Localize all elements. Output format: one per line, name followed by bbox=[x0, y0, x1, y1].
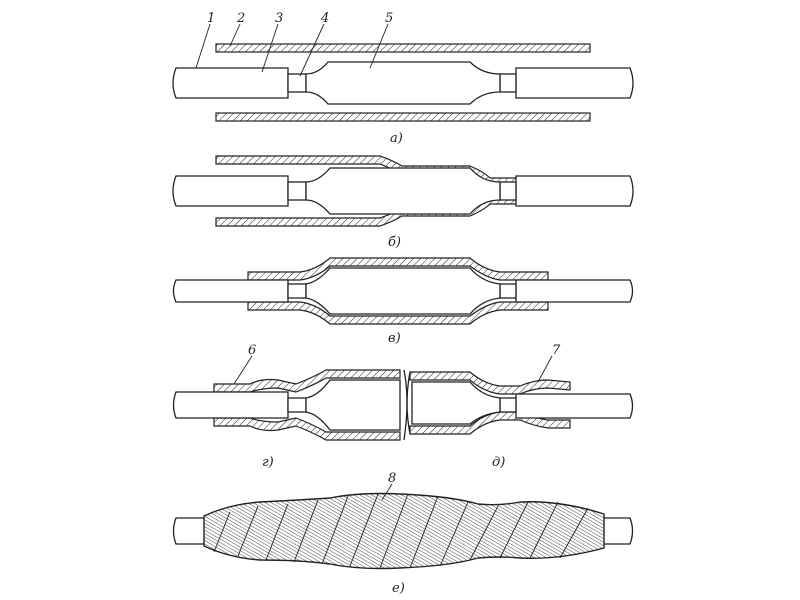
conductor-right bbox=[499, 283, 517, 299]
cable-right bbox=[515, 67, 634, 99]
callout-4: 4 bbox=[320, 11, 329, 26]
connector-body bbox=[305, 167, 501, 215]
cable-left bbox=[172, 279, 289, 303]
cable-right bbox=[515, 175, 634, 207]
cable-right bbox=[595, 517, 634, 545]
callout-1: 1 bbox=[207, 11, 215, 26]
callout-2: 2 bbox=[236, 11, 245, 26]
conductor-right bbox=[499, 181, 517, 201]
callout-6: 6 bbox=[248, 343, 256, 358]
sleeve-bottom-wall bbox=[215, 112, 591, 122]
panel-a: 1 2 3 4 5 а) bbox=[172, 11, 634, 146]
cable-left bbox=[172, 67, 289, 99]
panel-v: в) bbox=[172, 257, 634, 346]
caption-a: а) bbox=[390, 131, 403, 146]
caption-b: б) bbox=[388, 235, 401, 250]
caption-v: в) bbox=[388, 331, 401, 346]
conductor-left bbox=[287, 283, 307, 299]
cable-left bbox=[172, 175, 289, 207]
conductor-left bbox=[287, 181, 307, 201]
connector-right-half bbox=[411, 381, 501, 425]
tape-spiral-lines bbox=[213, 493, 589, 569]
connector-body bbox=[305, 267, 501, 315]
connector-body bbox=[305, 61, 501, 105]
cable-left bbox=[172, 391, 289, 419]
conductor-left bbox=[287, 73, 307, 93]
cable-right bbox=[515, 279, 634, 303]
conductor-right bbox=[499, 397, 517, 413]
callout-8: 8 bbox=[388, 471, 396, 486]
callout-5: 5 bbox=[385, 11, 393, 26]
panel-b: б) bbox=[172, 155, 634, 250]
caption-e: е) bbox=[392, 581, 405, 596]
cable-right bbox=[515, 393, 634, 419]
sleeve-right-top bbox=[409, 371, 571, 395]
sleeve-bottom-wall bbox=[247, 301, 549, 325]
caption-d: д) bbox=[492, 455, 505, 470]
caption-g: г) bbox=[262, 455, 274, 470]
connector-left-half bbox=[305, 379, 401, 431]
panel-e: 8 е) bbox=[172, 471, 634, 596]
callout-7: 7 bbox=[552, 343, 561, 358]
sleeve-left-bottom bbox=[213, 417, 401, 441]
sleeve-left-top bbox=[213, 369, 401, 393]
panel-g-d: 6 7 г) д) bbox=[172, 343, 634, 470]
sleeve-top-wall bbox=[215, 43, 591, 53]
conductor-right bbox=[499, 73, 517, 93]
callout-3: 3 bbox=[275, 11, 283, 26]
conductor-left bbox=[287, 397, 307, 413]
